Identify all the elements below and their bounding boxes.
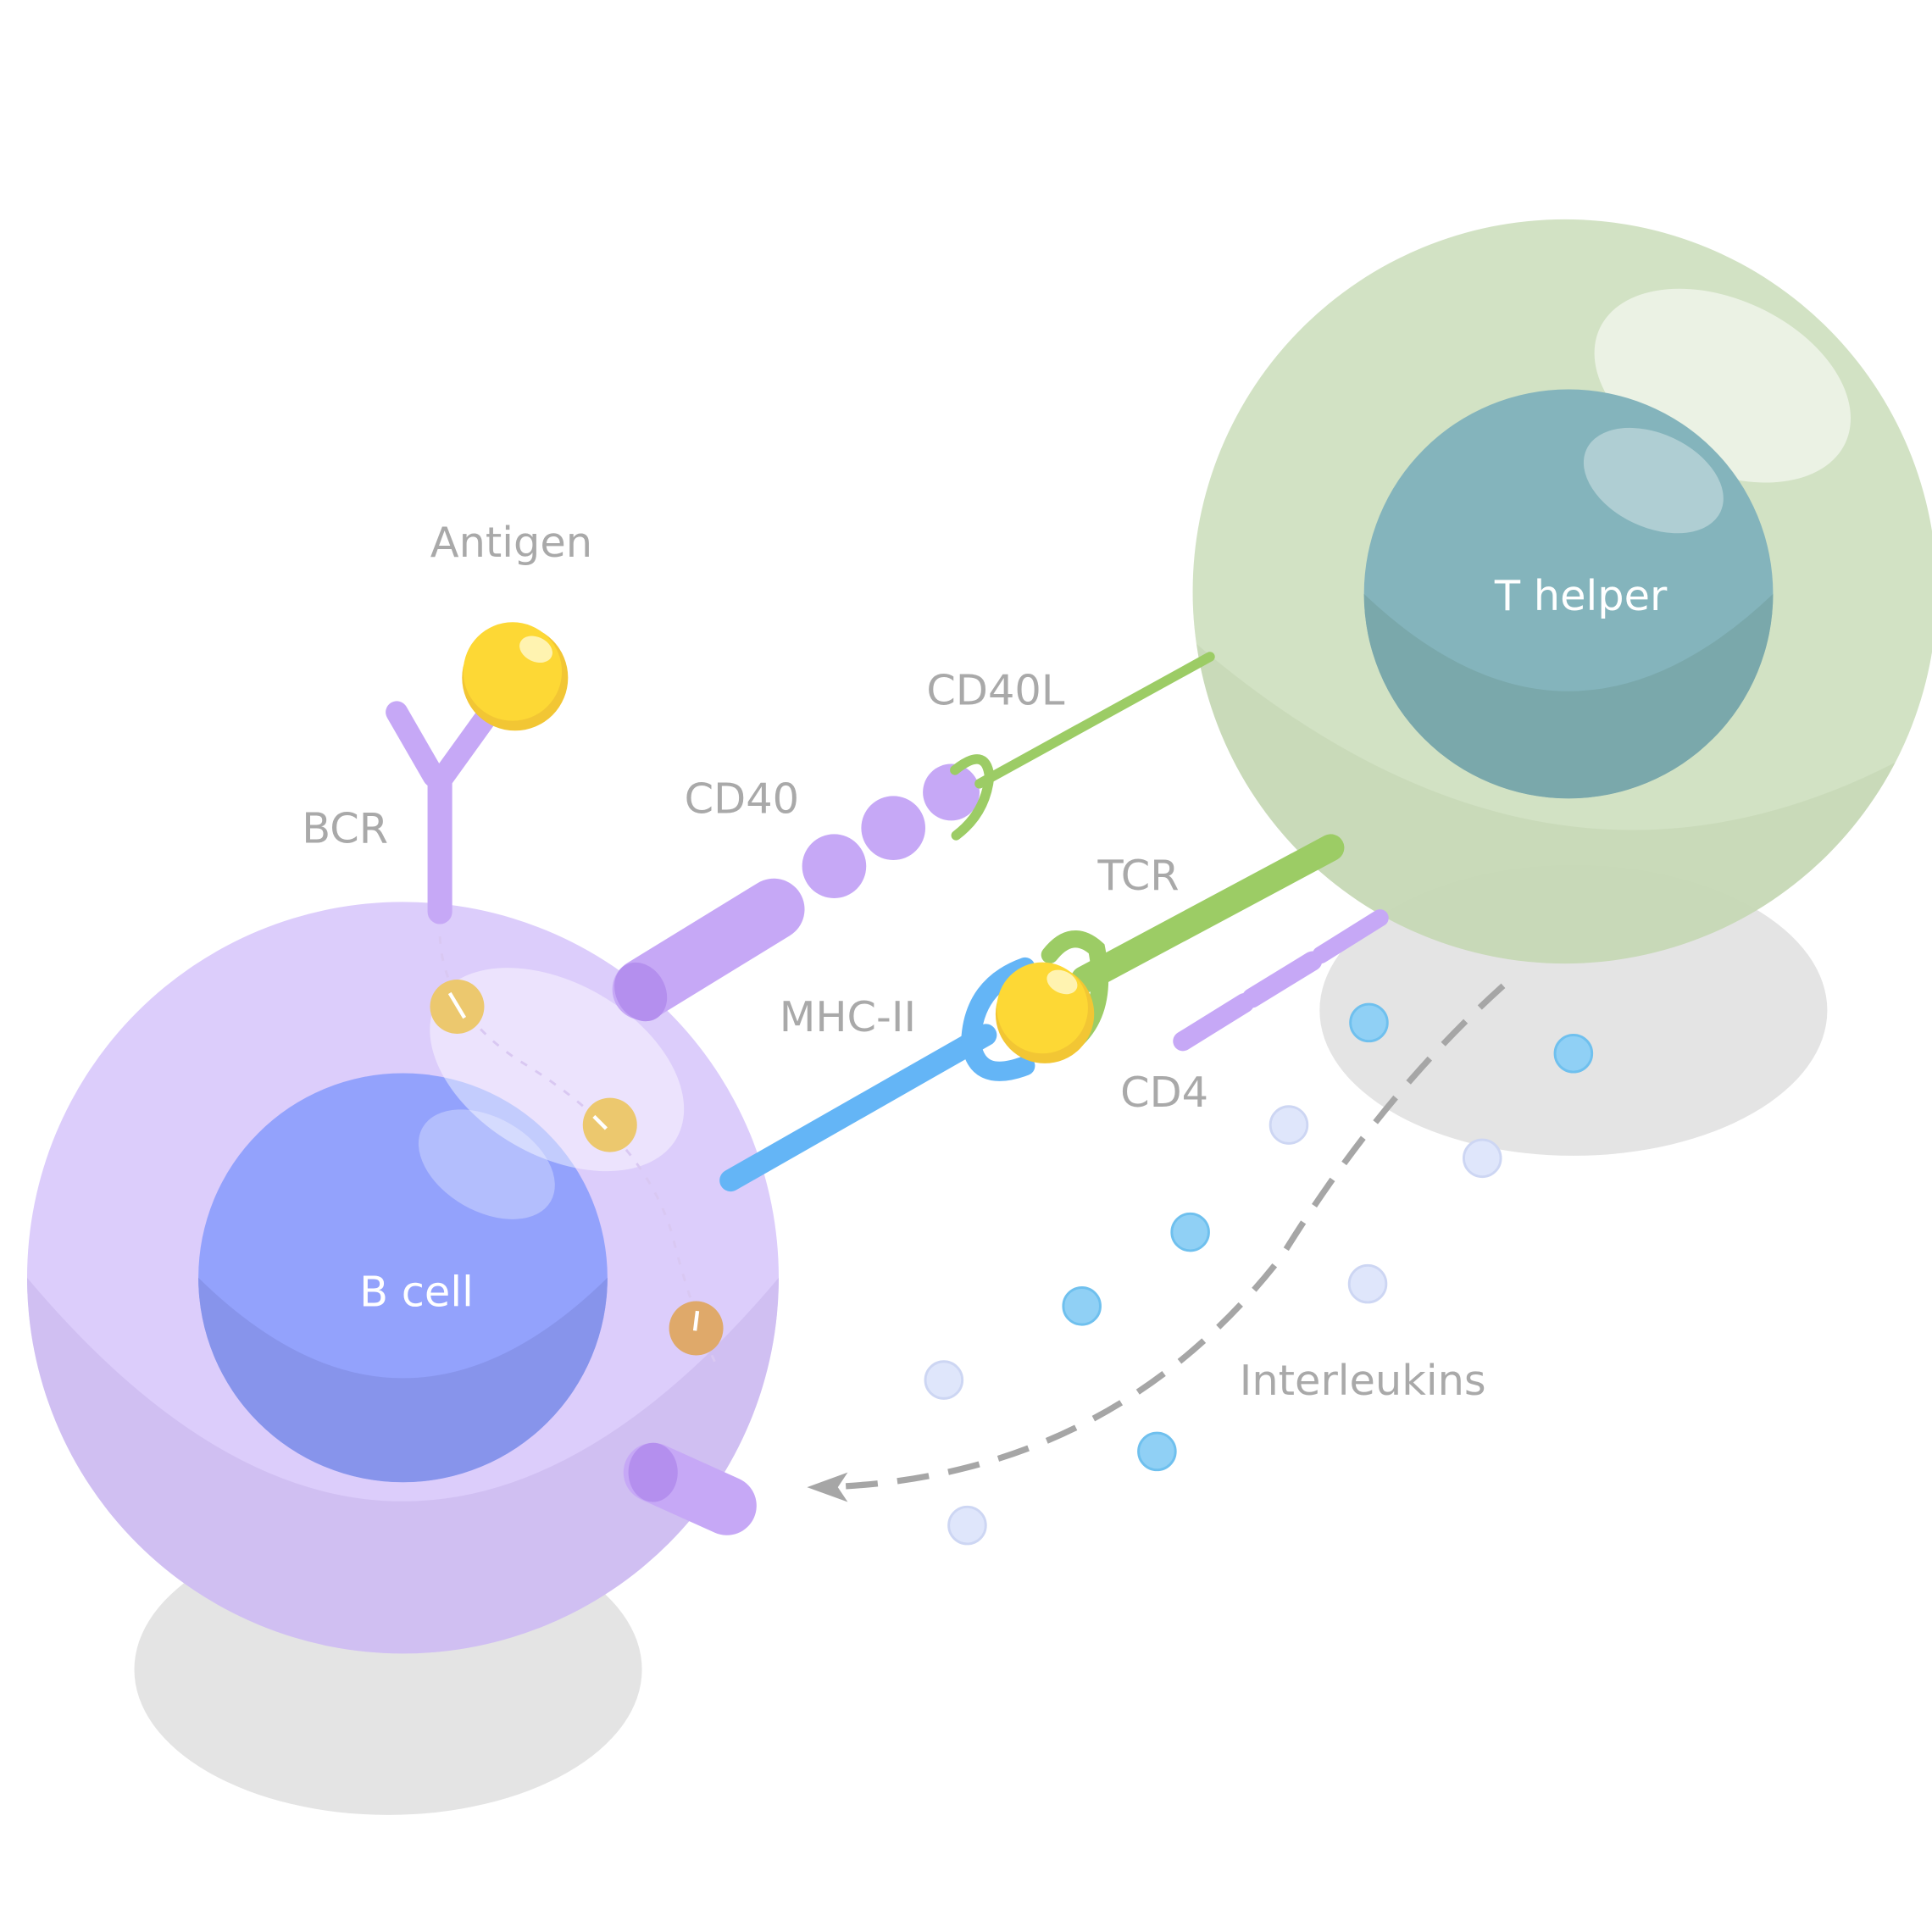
antigen-vesicle [582, 1097, 637, 1152]
label-cd40l: CD40L [926, 666, 1064, 715]
cytokine-receptor [623, 1442, 757, 1535]
label-t-helper: T helper [1494, 571, 1668, 620]
presented-antigen [995, 962, 1095, 1063]
interleukin [1062, 1286, 1102, 1326]
bcr-receptor [386, 701, 499, 924]
label-b-cell: B cell [359, 1267, 474, 1316]
interleukin [947, 1505, 987, 1546]
antigen-vesicle [669, 1301, 724, 1356]
label-mhc-ii: MHC-II [780, 992, 916, 1041]
interleukin [1462, 1138, 1502, 1179]
secretion-arrow [807, 983, 1506, 1502]
mhc-ii-molecule [719, 957, 1035, 1192]
interleukin [1553, 1033, 1594, 1074]
label-interleukins: Interleukins [1240, 1356, 1486, 1405]
t-helper-nucleus [1363, 389, 1774, 799]
b-cell [26, 902, 779, 1654]
label-cd40: CD40 [685, 774, 799, 824]
cd40l-ligand [950, 652, 1215, 841]
interleukin [924, 1360, 964, 1400]
cd40-receptor [612, 763, 980, 1022]
label-bcr: BCR [302, 804, 388, 853]
antigen-vesicle [430, 979, 485, 1034]
label-cd4: CD4 [1120, 1068, 1208, 1117]
interleukin [1269, 1105, 1309, 1145]
interleukin-particles [924, 1002, 1594, 1546]
interleukin [1347, 1263, 1388, 1304]
cd4-coreceptor [1173, 909, 1389, 1052]
b-cell-nucleus [198, 1073, 608, 1483]
interleukin [1170, 1212, 1210, 1252]
label-antigen: Antigen [430, 518, 592, 567]
antigen [462, 622, 569, 731]
label-tcr: TCR [1097, 851, 1180, 900]
interleukin [1137, 1431, 1177, 1472]
interleukin [1349, 1002, 1389, 1043]
t-helper-cell [1192, 219, 1932, 964]
